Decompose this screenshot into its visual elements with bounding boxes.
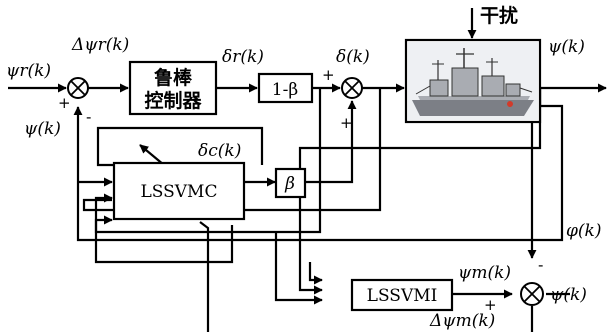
signal-psi-m-label: ψm(k) [458, 263, 511, 283]
signal-delta-label: δ(k) [336, 47, 370, 67]
summing-junction-3 [521, 283, 543, 305]
gain-one-minus-beta-block: 1-β [259, 74, 312, 102]
signal-psi-r-label: ψr(k) [6, 61, 51, 81]
lssvmi-block: LSSVMI [352, 280, 452, 310]
gain-one-minus-beta-label: 1-β [272, 80, 298, 100]
ship-plant-block [406, 40, 540, 122]
signal-psi-output-label: ψ(k) [548, 37, 585, 57]
signal-delta-c-label: δc(k) [198, 141, 241, 161]
signal-psi-feedback-label: ψ(k) [24, 119, 61, 139]
lssvmi-label: LSSVMI [367, 286, 438, 306]
gain-beta-block: β [276, 169, 305, 197]
sum1-minus-sign: - [86, 108, 91, 126]
lssvmc-label: LSSVMC [141, 182, 218, 202]
summing-junction-1 [68, 78, 88, 98]
summing-junction-2 [342, 78, 362, 98]
sum2-plus-top-sign: + [322, 66, 335, 84]
sum1-plus-sign: + [58, 94, 71, 112]
sum3-minus-sign: - [538, 256, 543, 274]
disturbance-label: 干扰 [480, 4, 518, 27]
signal-delta-psi-r-label: Δψr(k) [71, 35, 129, 55]
gain-beta-label: β [284, 174, 295, 194]
robust-controller-label-line1: 鲁棒 [153, 66, 193, 89]
sum2-plus-bottom-sign: + [340, 114, 353, 132]
robust-controller-label-line2: 控制器 [144, 89, 202, 112]
signal-phi-label: φ(k) [566, 221, 601, 241]
signal-delta-psi-m-label: Δψm(k) [429, 311, 495, 331]
robust-controller-block: 鲁棒 控制器 [130, 62, 216, 114]
signal-psi-at-sum-label: ψ(k) [550, 285, 587, 305]
lssvmc-block: LSSVMC [114, 163, 244, 219]
signal-delta-r-label: δr(k) [222, 47, 264, 67]
